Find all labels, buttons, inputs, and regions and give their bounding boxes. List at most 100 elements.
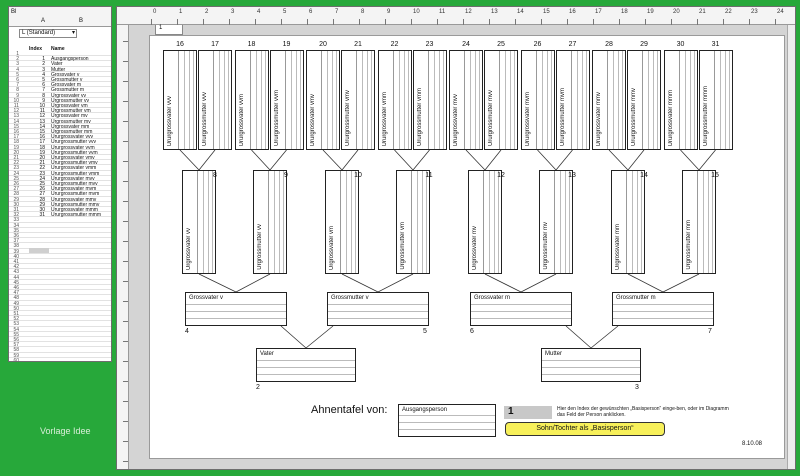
cell-name[interactable]: Ausgangsperson: [51, 56, 89, 63]
column-header-b[interactable]: B: [79, 18, 84, 24]
row-number[interactable]: 46: [13, 285, 19, 291]
cell-index[interactable]: 25: [39, 181, 45, 187]
row-number[interactable]: 8: [16, 87, 19, 94]
cell-index[interactable]: 8: [42, 92, 45, 99]
cell-name[interactable]: Ururgrossvater vmm: [51, 165, 97, 172]
row-number[interactable]: 44: [13, 274, 19, 281]
person-box[interactable]: Ururgrossmutter vmv: [341, 50, 375, 150]
person-box[interactable]: Grossvater v: [185, 292, 287, 326]
row-number[interactable]: 25: [13, 175, 19, 182]
row-number[interactable]: 39: [13, 248, 19, 255]
row-number[interactable]: 29: [13, 196, 19, 203]
row-number[interactable]: 10: [13, 97, 19, 104]
set-basisperson-button[interactable]: Sohn/Tochter als „Basisperson“: [505, 422, 665, 436]
person-box[interactable]: Urgrossvater mm: [611, 170, 645, 274]
person-box[interactable]: Grossmutter v: [327, 292, 429, 326]
row-number[interactable]: 40: [13, 253, 19, 260]
row-number[interactable]: 57: [13, 342, 19, 349]
style-dropdown[interactable]: L (Standard) ▾: [19, 29, 77, 38]
row-number[interactable]: 9: [16, 92, 19, 99]
person-box[interactable]: Mutter: [541, 348, 641, 382]
person-box[interactable]: Ururgrossvater mmv: [592, 50, 626, 150]
cell-name[interactable]: Ururgrossmutter mvm: [51, 191, 100, 198]
cell-name[interactable]: Ururgrossmutter vvm: [51, 149, 98, 156]
cell-name[interactable]: Urgrossvater mv: [51, 113, 88, 120]
row-number[interactable]: 49: [13, 300, 19, 307]
cell-index[interactable]: 10: [39, 103, 45, 109]
cell-name[interactable]: Ururgrossmutter vvv: [51, 139, 97, 146]
cell-name[interactable]: Urgrossvater vm: [51, 103, 88, 109]
row-number[interactable]: 28: [13, 191, 19, 198]
cell-name[interactable]: Ururgrossmutter mmm: [51, 212, 102, 219]
cell-index[interactable]: 1: [42, 56, 45, 63]
row-number[interactable]: 37: [13, 238, 19, 245]
person-box[interactable]: Ururgrossmutter mvv: [484, 50, 518, 150]
person-box[interactable]: Ururgrossmutter vvm: [269, 50, 304, 150]
cell-name[interactable]: Ururgrossvater mmm: [51, 207, 98, 213]
row-number[interactable]: 18: [13, 139, 19, 146]
vertical-scrollbar[interactable]: [787, 25, 795, 469]
person-box[interactable]: Ururgrossvater vmm: [377, 50, 412, 150]
cell-name[interactable]: Ururgrossmutter mvv: [51, 181, 98, 187]
row-number[interactable]: 48: [13, 295, 19, 302]
cell-name[interactable]: Grossvater m: [51, 82, 82, 89]
cell-index[interactable]: 5: [42, 77, 45, 83]
row-number[interactable]: 19: [13, 144, 19, 151]
person-box[interactable]: Ururgrossvater vmv: [306, 50, 340, 150]
row-number[interactable]: 5: [16, 71, 19, 78]
cell-name[interactable]: Urgrossmutter mv: [51, 118, 91, 125]
cell-index[interactable]: 4: [42, 71, 45, 78]
row-number[interactable]: 35: [13, 227, 19, 234]
cell-name[interactable]: Urgrossvater vv: [51, 92, 87, 99]
row-number[interactable]: 59: [13, 352, 19, 359]
row-number[interactable]: 24: [13, 170, 19, 177]
row-number[interactable]: 42: [13, 264, 19, 271]
person-box[interactable]: Urgrossvater vv: [182, 170, 216, 274]
cell-index[interactable]: 12: [39, 113, 45, 120]
person-box[interactable]: Ururgrossvater mvm: [520, 50, 555, 150]
person-box[interactable]: Ururgrossvater vvv: [163, 50, 197, 150]
row-number[interactable]: 2: [16, 56, 19, 63]
cell-name[interactable]: Grossmutter m: [51, 87, 85, 94]
person-box[interactable]: Urgrossvater vm: [325, 170, 359, 274]
row-number[interactable]: 53: [13, 321, 19, 328]
cell-name[interactable]: Mutter: [51, 66, 66, 73]
cell-name[interactable]: Ururgrossmutter mmv: [51, 201, 100, 208]
cell-name[interactable]: Urgrossmutter mm: [51, 129, 93, 135]
person-box[interactable]: Vater: [256, 348, 356, 382]
selected-cell[interactable]: [29, 248, 49, 253]
cell-name[interactable]: Urgrossvater mm: [51, 123, 90, 130]
row-number[interactable]: 1: [16, 51, 19, 57]
row-number[interactable]: 6: [16, 77, 19, 83]
cell-index[interactable]: 17: [39, 139, 45, 146]
cell-index[interactable]: 22: [39, 165, 45, 172]
ausgangsperson-box[interactable]: Ausgangsperson: [398, 404, 496, 437]
row-number[interactable]: 3: [16, 61, 19, 68]
cell-index[interactable]: 13: [39, 118, 45, 125]
person-box[interactable]: Urgrossmutter mm: [682, 170, 716, 274]
row-number[interactable]: 12: [13, 108, 19, 115]
row-number[interactable]: 33: [13, 217, 19, 224]
row-number[interactable]: 45: [13, 279, 19, 286]
cell-index[interactable]: 11: [39, 108, 45, 115]
cell-index[interactable]: 14: [39, 123, 45, 130]
row-number[interactable]: 56: [13, 337, 19, 343]
index-input[interactable]: 1: [504, 406, 552, 419]
cell-index[interactable]: 3: [42, 66, 45, 73]
person-box[interactable]: Urgrossvater mv: [468, 170, 502, 274]
row-number[interactable]: 38: [13, 243, 19, 250]
cell-index[interactable]: 23: [39, 170, 45, 177]
row-number[interactable]: 22: [13, 160, 19, 167]
cell-name[interactable]: Vater: [51, 61, 63, 68]
row-number[interactable]: 17: [13, 134, 19, 141]
row-number[interactable]: 47: [13, 290, 19, 297]
cell-index[interactable]: 21: [39, 160, 45, 167]
cell-name[interactable]: Urgrossmutter vv: [51, 97, 90, 104]
row-number[interactable]: 4: [16, 66, 19, 73]
cell-index[interactable]: 26: [39, 186, 45, 193]
row-number[interactable]: 60: [13, 357, 19, 362]
person-box[interactable]: Grossmutter m: [612, 292, 714, 326]
row-number[interactable]: 55: [13, 331, 19, 338]
cell-index[interactable]: 2: [42, 61, 45, 68]
row-number[interactable]: 52: [13, 316, 19, 323]
